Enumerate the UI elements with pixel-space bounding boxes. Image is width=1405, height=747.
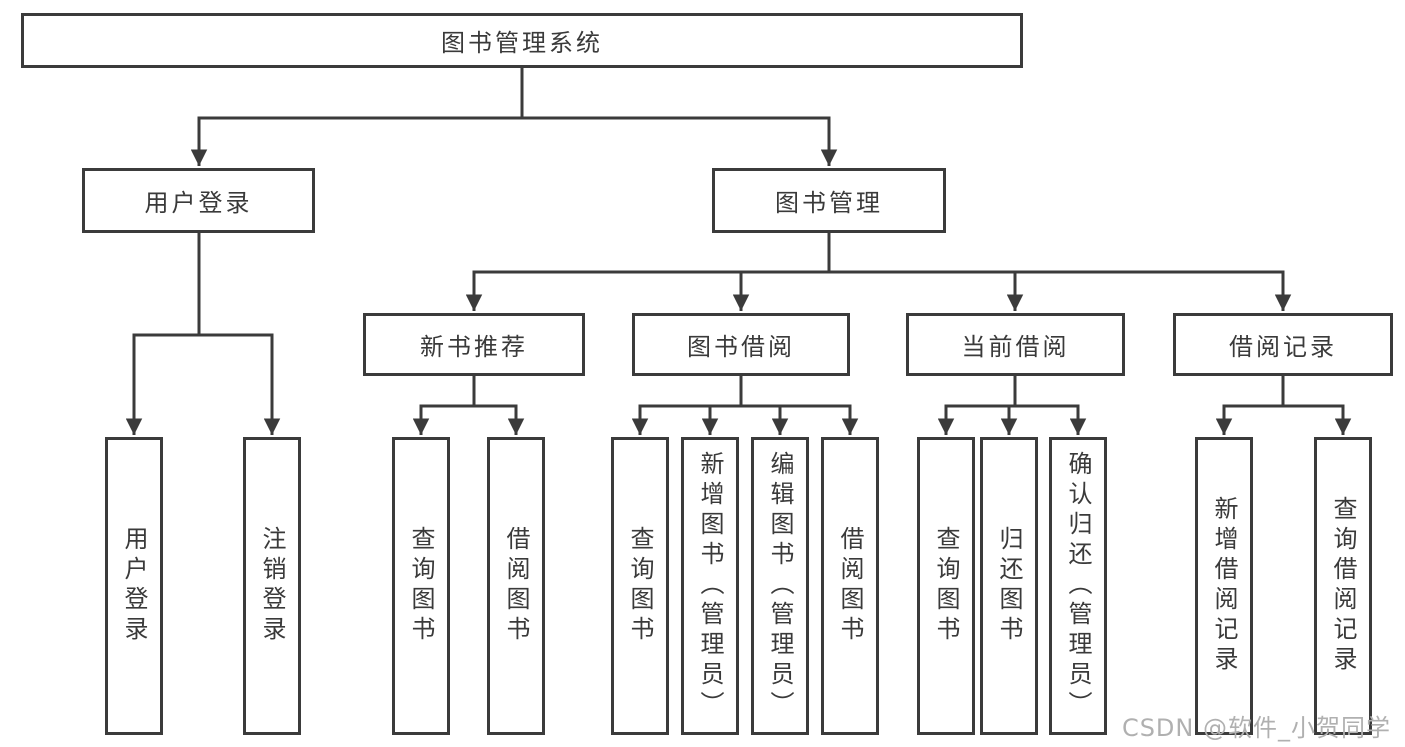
leaf-query-borrow-record-label: 查询借阅记录 (1329, 496, 1357, 676)
node-new-book-recommend: 新书推荐 (363, 313, 585, 376)
leaf-query-books-borrowing: 查询图书 (611, 437, 669, 735)
leaf-logout-login-label: 注销登录 (258, 526, 286, 646)
node-book-borrowing-label: 图书借阅 (687, 333, 795, 361)
leaf-query-books-recommend-label: 查询图书 (407, 526, 435, 646)
leaf-query-books-recommend: 查询图书 (392, 437, 450, 735)
leaf-add-borrow-record-label: 新增借阅记录 (1210, 496, 1238, 676)
leaf-query-books-current-label: 查询图书 (932, 526, 960, 646)
node-current-borrowing: 当前借阅 (906, 313, 1125, 376)
leaf-borrow-books-borrowing-label: 借阅图书 (836, 526, 864, 646)
leaf-borrow-books-recommend-label: 借阅图书 (502, 526, 530, 646)
node-root: 图书管理系统 (21, 13, 1023, 68)
leaf-add-books-admin-label: 新增图书（管理员） (696, 451, 724, 721)
leaf-query-books-current: 查询图书 (917, 437, 975, 735)
leaf-return-books-label: 归还图书 (995, 526, 1023, 646)
leaf-borrow-books-borrowing: 借阅图书 (821, 437, 879, 735)
leaf-user-login: 用户登录 (105, 437, 163, 735)
leaf-confirm-return-admin: 确认归还（管理员） (1049, 437, 1107, 735)
leaf-add-borrow-record: 新增借阅记录 (1195, 437, 1253, 735)
node-book-management: 图书管理 (712, 168, 946, 233)
node-borrowing-records-label: 借阅记录 (1229, 333, 1337, 361)
node-book-borrowing: 图书借阅 (632, 313, 850, 376)
leaf-edit-books-admin: 编辑图书（管理员） (751, 437, 809, 735)
node-borrowing-records: 借阅记录 (1173, 313, 1393, 376)
node-book-management-label: 图书管理 (775, 189, 883, 217)
node-current-borrowing-label: 当前借阅 (961, 333, 1070, 361)
leaf-confirm-return-admin-label: 确认归还（管理员） (1064, 451, 1092, 721)
leaf-logout-login: 注销登录 (243, 437, 301, 735)
leaf-query-books-borrowing-label: 查询图书 (626, 526, 654, 646)
node-root-label: 图书管理系统 (441, 29, 603, 57)
node-new-book-recommend-label: 新书推荐 (420, 333, 528, 361)
node-user-login-label: 用户登录 (144, 189, 253, 217)
leaf-borrow-books-recommend: 借阅图书 (487, 437, 545, 735)
leaf-query-borrow-record: 查询借阅记录 (1314, 437, 1372, 735)
leaf-edit-books-admin-label: 编辑图书（管理员） (766, 451, 794, 721)
node-user-login: 用户登录 (82, 168, 315, 233)
leaf-add-books-admin: 新增图书（管理员） (681, 437, 739, 735)
leaf-user-login-label: 用户登录 (120, 526, 148, 646)
leaf-return-books: 归还图书 (980, 437, 1038, 735)
